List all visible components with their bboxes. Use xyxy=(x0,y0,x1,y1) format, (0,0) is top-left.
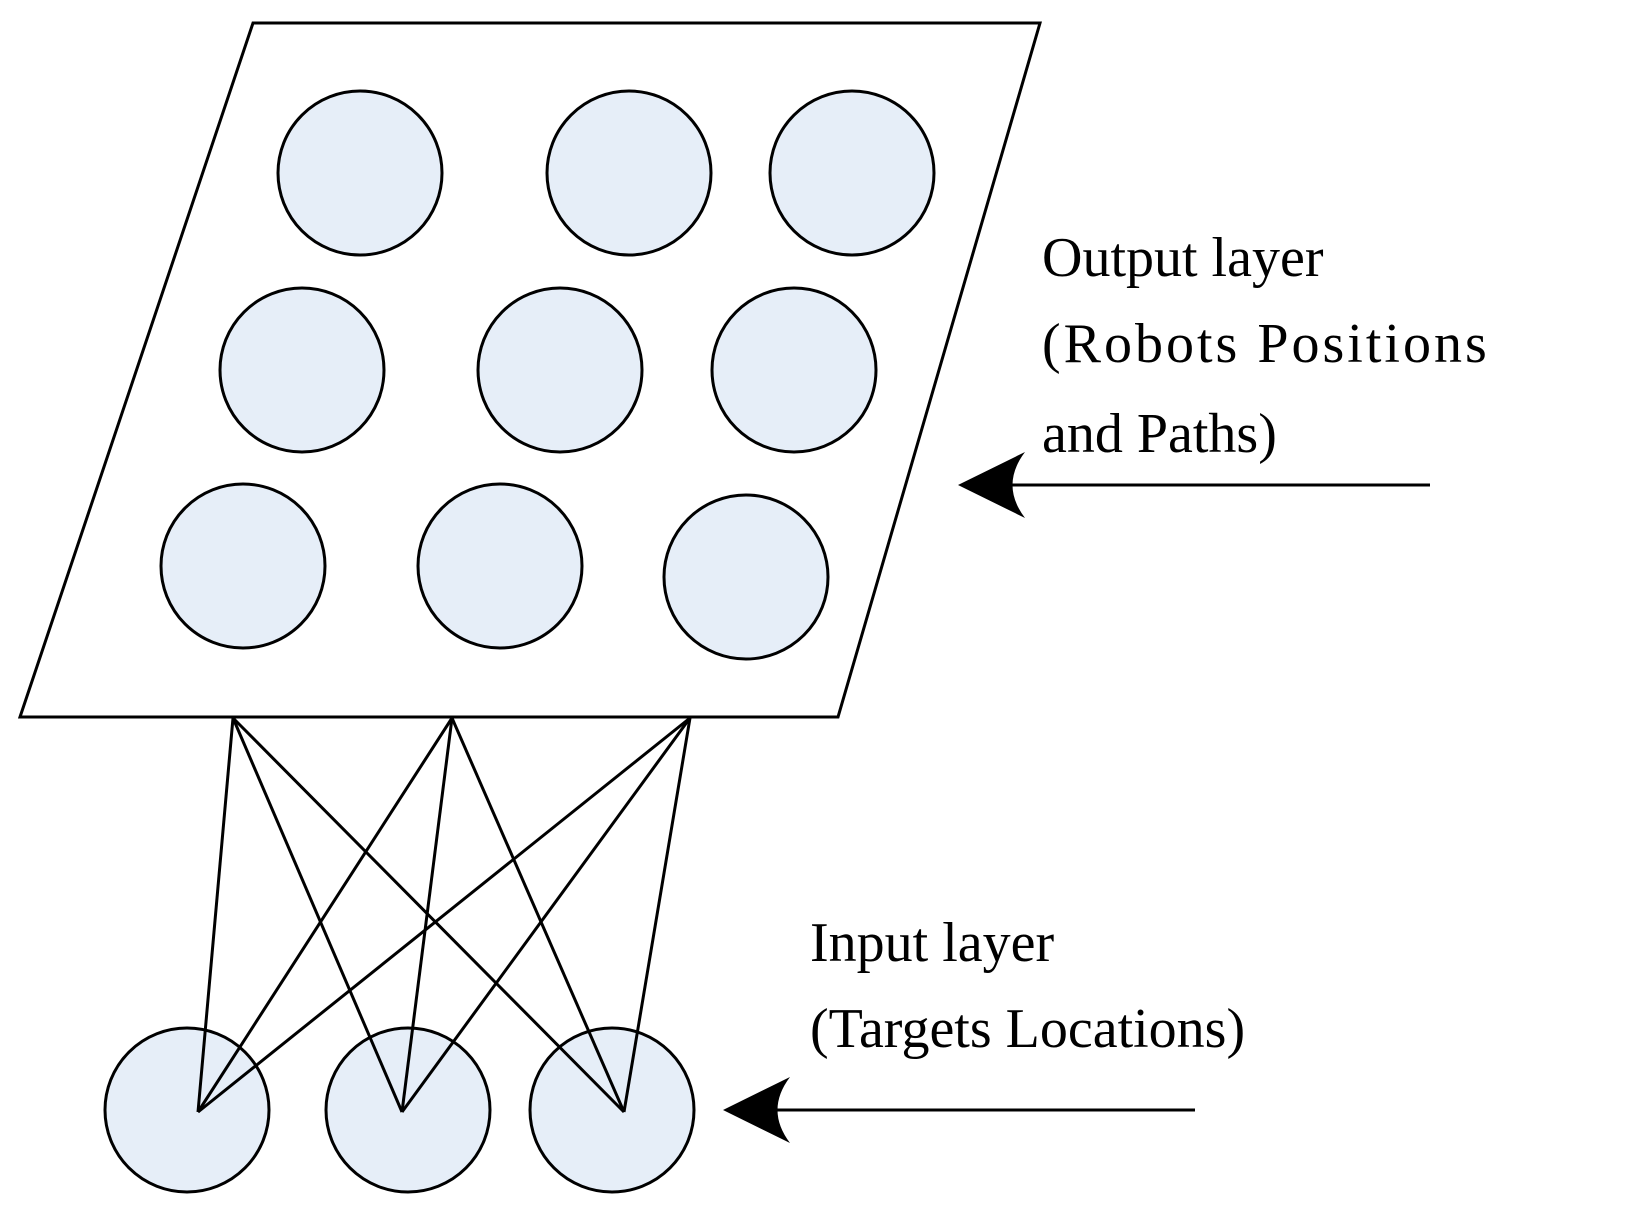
output-node xyxy=(416,482,584,650)
connection-line xyxy=(622,717,692,1113)
input-arrowhead-icon xyxy=(723,1077,790,1143)
input-layer-label-line: Input layer xyxy=(810,912,1054,974)
output-layer-label-line: and Paths) xyxy=(1042,403,1277,465)
input-node xyxy=(528,1026,696,1194)
output-layer-label: Output layer (Robots Positions and Paths… xyxy=(1042,227,1504,465)
output-layer-label-line: Output layer xyxy=(1042,227,1324,289)
layer-connections xyxy=(196,716,692,1114)
input-node xyxy=(103,1026,271,1194)
input-layer-arrow xyxy=(723,1077,1195,1143)
output-node xyxy=(276,89,444,257)
connection-line xyxy=(450,717,626,1113)
output-node xyxy=(476,286,644,454)
input-node xyxy=(324,1026,492,1194)
connection-line xyxy=(197,716,691,1114)
connection-line xyxy=(196,717,454,1113)
input-layer-label-line: (Targets Locations) xyxy=(810,998,1245,1060)
output-layer-label-line: (Robots Positions xyxy=(1042,313,1490,375)
output-node xyxy=(218,286,386,454)
output-arrowhead-icon xyxy=(958,452,1025,518)
input-layer-nodes xyxy=(103,1026,696,1194)
output-node xyxy=(768,89,936,257)
output-node xyxy=(159,482,327,650)
connection-line xyxy=(400,717,454,1113)
output-node xyxy=(710,286,878,454)
input-layer-label: Input layer (Targets Locations) xyxy=(810,912,1245,1060)
connection-line xyxy=(400,717,692,1113)
output-node xyxy=(545,89,713,257)
connection-line xyxy=(231,717,404,1113)
connection-line xyxy=(196,717,235,1113)
output-node xyxy=(662,493,830,661)
output-layer-nodes xyxy=(159,89,936,661)
output-layer-arrow xyxy=(958,452,1430,518)
